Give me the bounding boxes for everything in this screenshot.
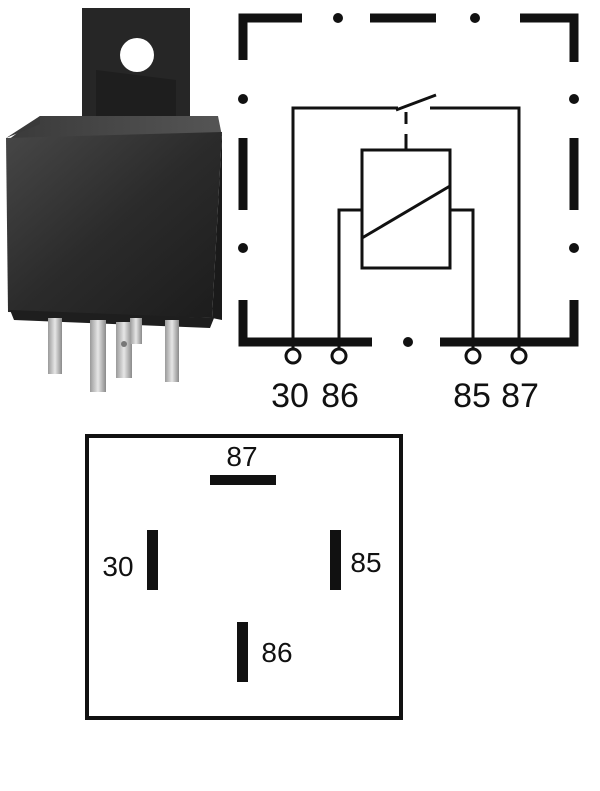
- relay-pins: [48, 318, 179, 392]
- pin-label-86: 86: [261, 637, 292, 668]
- relay-schematic: [238, 13, 579, 365]
- pin-85-blade: [330, 530, 341, 590]
- terminal-label-85: 85: [453, 377, 491, 415]
- schematic-border: [238, 13, 579, 347]
- pinout-outline: [85, 434, 403, 720]
- pin-86-blade: [237, 622, 248, 682]
- terminal-label-86: 86: [321, 377, 359, 415]
- pin-30-blade: [147, 530, 158, 590]
- automotive-relay-icon: [6, 8, 222, 392]
- terminal-labels: 30 86 85 87: [271, 377, 539, 415]
- terminal-label-30: 30: [271, 377, 309, 415]
- schematic-border-dots: [238, 13, 579, 347]
- relay-coil-icon: [360, 148, 452, 270]
- terminal-label-87: 87: [501, 377, 539, 415]
- pin-label-85: 85: [350, 547, 381, 578]
- mounting-hole: [120, 38, 154, 72]
- terminal-circles: [284, 347, 528, 365]
- pin-label-87: 87: [226, 441, 257, 472]
- schematic-wires: [291, 93, 521, 348]
- pinout-diagram: 87 30 85 86: [85, 434, 403, 720]
- pin-87-blade: [210, 475, 276, 485]
- relay-switch-contact-icon: [395, 93, 437, 112]
- pin-label-30: 30: [102, 551, 133, 582]
